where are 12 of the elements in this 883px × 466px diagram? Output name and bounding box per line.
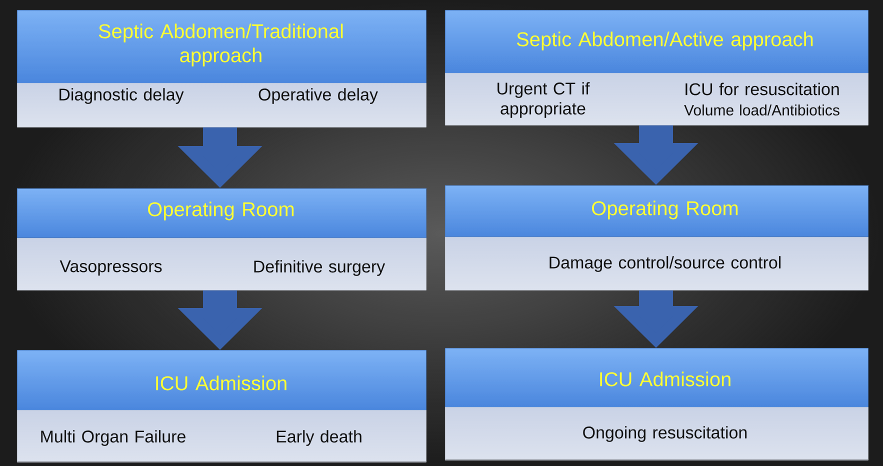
header-box: ICU Admission <box>445 348 868 408</box>
content-box: Damage control/source control <box>445 237 868 290</box>
header-box: Operating Room <box>17 188 426 238</box>
content-box: Ongoing resuscitation <box>445 407 868 460</box>
content-box: Diagnostic delay Operative delay <box>17 83 426 128</box>
header-box: ICU Admission <box>17 350 426 410</box>
header-box: Operating Room <box>445 185 868 238</box>
content-box: Multi Organ Failure Early death <box>17 410 426 462</box>
content-box: Vasopressors Definitive surgery <box>17 238 426 290</box>
content-box: Urgent CT if appropriate ICU for resuscitation Volume load/Antibiotics <box>445 73 868 126</box>
header-box: Septic Abdomen/Active approach <box>445 10 868 74</box>
header-box: Septic Abdomen/Traditional approach <box>17 10 426 84</box>
